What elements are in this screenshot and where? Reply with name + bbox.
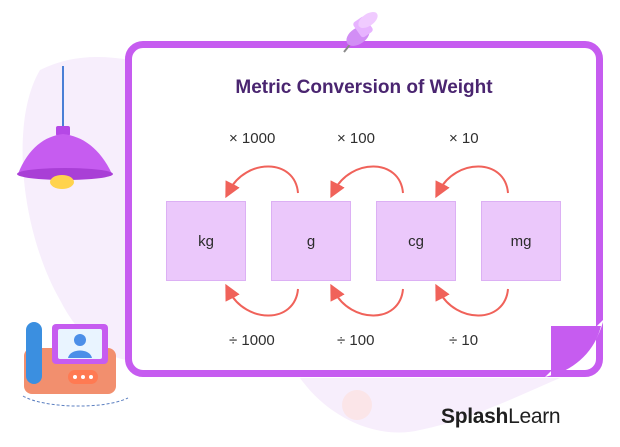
unit-box-g: g (271, 201, 351, 281)
unit-box-mg: mg (481, 201, 561, 281)
divide-label-cg-mg: ÷ 10 (449, 332, 479, 349)
diagram-title: Metric Conversion of Weight (235, 77, 493, 98)
telephone-icon (22, 322, 129, 407)
arrow-bottom-1 (225, 283, 299, 317)
push-pin-icon (343, 12, 378, 53)
arrow-bottom-3 (435, 283, 509, 317)
arrow-top-2 (330, 165, 404, 199)
multiply-label-g-cg: × 100 (337, 130, 375, 147)
unit-label: kg (198, 232, 214, 250)
multiply-label-kg-g: × 1000 (229, 130, 276, 147)
divide-label-g-cg: ÷ 100 (337, 332, 375, 349)
multiply-label-cg-mg: × 10 (449, 130, 479, 147)
lamp-icon (17, 66, 113, 189)
arrow-top-3 (435, 165, 509, 199)
unit-box-kg: kg (166, 201, 246, 281)
unit-label: cg (408, 232, 424, 250)
divide-label-kg-g: ÷ 1000 (229, 332, 275, 349)
unit-label: g (306, 232, 316, 250)
arrow-top-1 (225, 165, 299, 199)
brand-light: Learn (508, 405, 561, 428)
unit-label: mg (510, 232, 532, 250)
page-curl (545, 320, 603, 377)
brand-bold: Splash (441, 405, 509, 428)
arrow-bottom-2 (330, 283, 404, 317)
unit-box-cg: cg (376, 201, 456, 281)
brand-logo: SplashLearn (441, 405, 561, 429)
